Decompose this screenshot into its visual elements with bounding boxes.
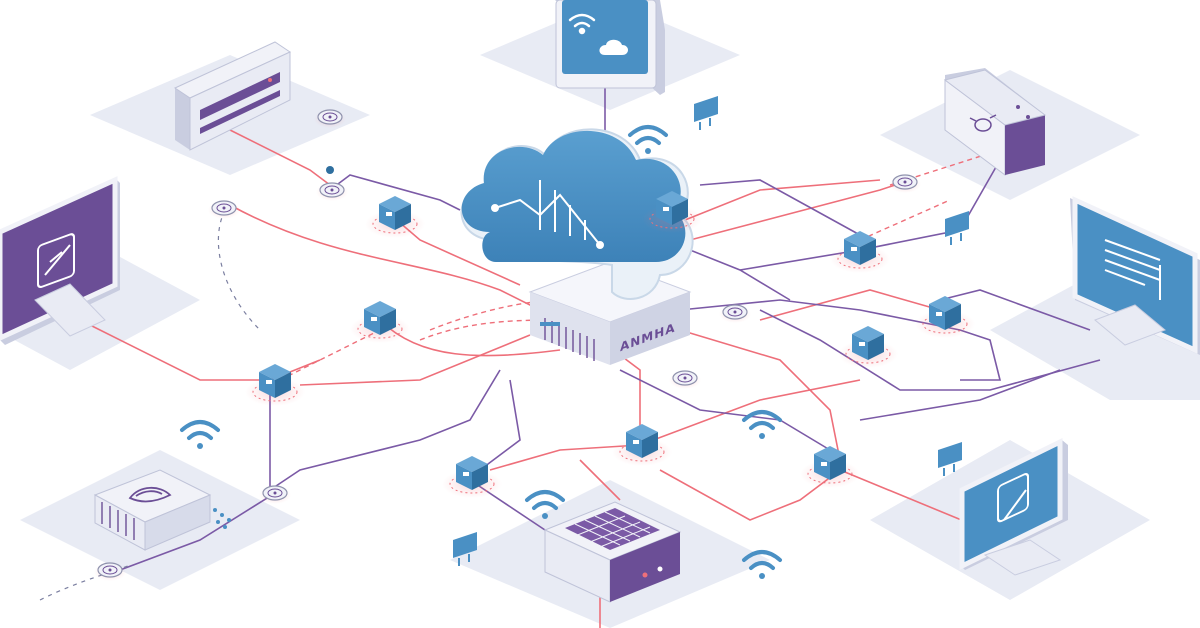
sensor-icon: [945, 211, 969, 245]
status-dot: [326, 166, 334, 174]
router-device: [173, 41, 292, 151]
disc-nodes: [94, 109, 921, 581]
sensor-device: [943, 68, 1047, 176]
cube-node-icon: [838, 326, 898, 368]
disc-node-icon: [208, 200, 240, 219]
wifi-icon: [525, 490, 565, 519]
disc-node-icon: [719, 304, 751, 323]
sensor-flags: [453, 96, 969, 566]
bottom-server-device: [543, 501, 682, 603]
cloud-icon: [460, 128, 694, 300]
cube-node-icon: [612, 424, 672, 466]
disc-node-icon: [259, 485, 291, 504]
sensor-icon: [694, 96, 718, 130]
hub-base-left: [530, 292, 610, 365]
disc-node-icon: [94, 562, 126, 581]
wifi-icon: [628, 125, 668, 154]
monitor-right: [1070, 196, 1200, 355]
sensor-icon: [938, 442, 962, 476]
hub-base-right: [610, 292, 690, 365]
vent-grid: [565, 508, 660, 550]
cube-node-icon: [350, 301, 410, 343]
wifi-icon: [180, 420, 220, 449]
disc-node-icon: [669, 370, 701, 389]
edit-icon: [37, 233, 75, 289]
cube-node-icon: [642, 191, 702, 233]
disc-node-icon: [889, 174, 921, 193]
wifi-icons: [180, 125, 782, 579]
cube-node-icon: [830, 231, 890, 273]
cube-node-icon: [442, 456, 502, 498]
central-hub: ANMHA: [460, 128, 694, 365]
wifi-icon: [742, 550, 782, 579]
cube-nodes: [245, 191, 975, 498]
monitor-left: [0, 176, 120, 345]
wifi-icon: [742, 410, 782, 439]
wifi-cloud-device: [555, 0, 665, 95]
edit-icon: [997, 472, 1029, 523]
wifi-icon: [568, 13, 596, 35]
monitor-bottom-right: [959, 437, 1068, 576]
shield-icon: [128, 486, 172, 503]
cube-node-icon: [915, 296, 975, 338]
secure-box-device: [93, 469, 231, 551]
cube-node-icon: [245, 364, 305, 406]
cube-node-icon: [365, 196, 425, 238]
disc-node-icon: [316, 182, 348, 201]
connections-gray-dashed: [39, 209, 261, 601]
sensor-icon: [453, 532, 477, 566]
chart-icon: [491, 180, 604, 249]
cube-node-icon: [800, 446, 860, 488]
disc-node-icon: [314, 109, 346, 128]
bug-icon: [969, 114, 997, 132]
